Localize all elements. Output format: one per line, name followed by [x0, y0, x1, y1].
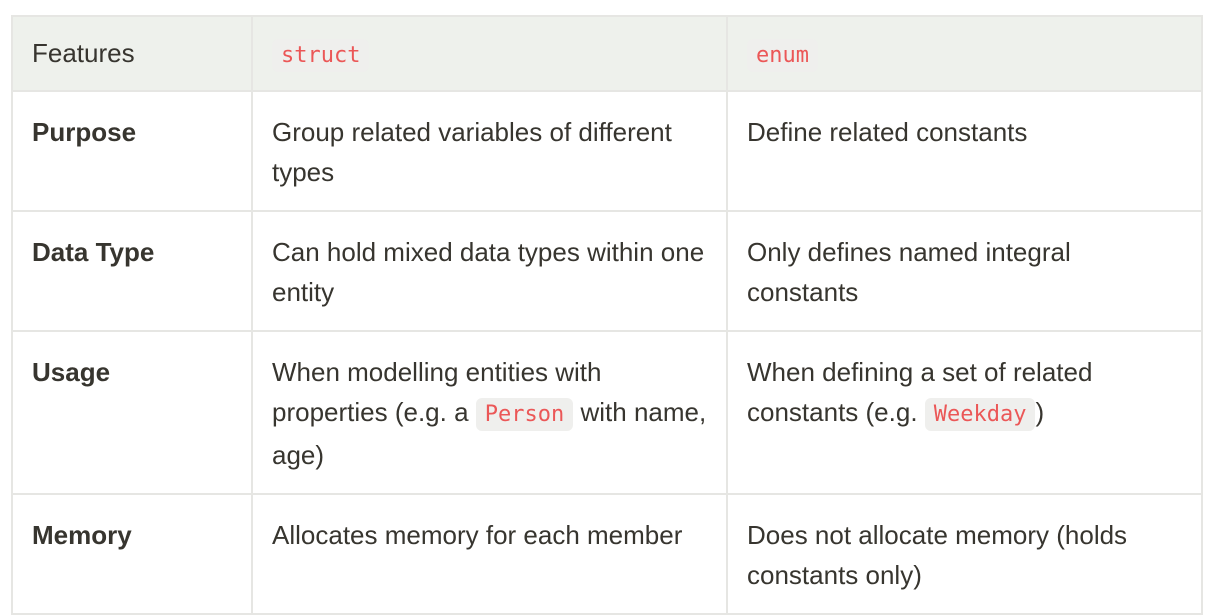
usage-enum-code: Weekday: [924, 398, 1036, 431]
usage-struct-text-before: When modelling entities with properties …: [272, 357, 602, 427]
header-row: Features struct enum: [11, 15, 1203, 92]
header-cell-enum: enum: [726, 15, 1203, 92]
cell-data-type-struct: Can hold mixed data types within one ent…: [251, 210, 728, 332]
header-code-enum: enum: [747, 39, 818, 72]
cell-usage-struct: When modelling entities with properties …: [251, 330, 728, 495]
row-label-data-type: Data Type: [11, 210, 253, 332]
header-label-features: Features: [32, 38, 135, 68]
cell-purpose-enum: Define related constants: [726, 90, 1203, 212]
row-label-usage: Usage: [11, 330, 253, 495]
cell-data-type-enum: Only defines named integral constants: [726, 210, 1203, 332]
cell-usage-enum: When defining a set of related constants…: [726, 330, 1203, 495]
header-code-struct: struct: [272, 39, 370, 72]
usage-enum-text-before: When defining a set of related constants…: [747, 357, 1093, 427]
usage-enum-text-after: ): [1035, 397, 1045, 427]
row-label-memory: Memory: [11, 493, 253, 615]
table-row-memory: Memory Allocates memory for each member …: [11, 493, 1203, 615]
cell-purpose-struct: Group related variables of different typ…: [251, 90, 728, 212]
table-row-usage: Usage When modelling entities with prope…: [11, 330, 1203, 495]
table-row-purpose: Purpose Group related variables of diffe…: [11, 90, 1203, 212]
header-cell-struct: struct: [251, 15, 728, 92]
usage-struct-text-after: with name, age): [272, 397, 707, 470]
cell-memory-struct: Allocates memory for each member: [251, 493, 728, 615]
comparison-table: Features struct enum Purpose Group relat…: [11, 15, 1203, 615]
cell-memory-enum: Does not allocate memory (holds constant…: [726, 493, 1203, 615]
usage-struct-code: Person: [475, 398, 574, 431]
row-label-purpose: Purpose: [11, 90, 253, 212]
header-cell-features: Features: [11, 15, 253, 92]
table-row-data-type: Data Type Can hold mixed data types with…: [11, 210, 1203, 332]
